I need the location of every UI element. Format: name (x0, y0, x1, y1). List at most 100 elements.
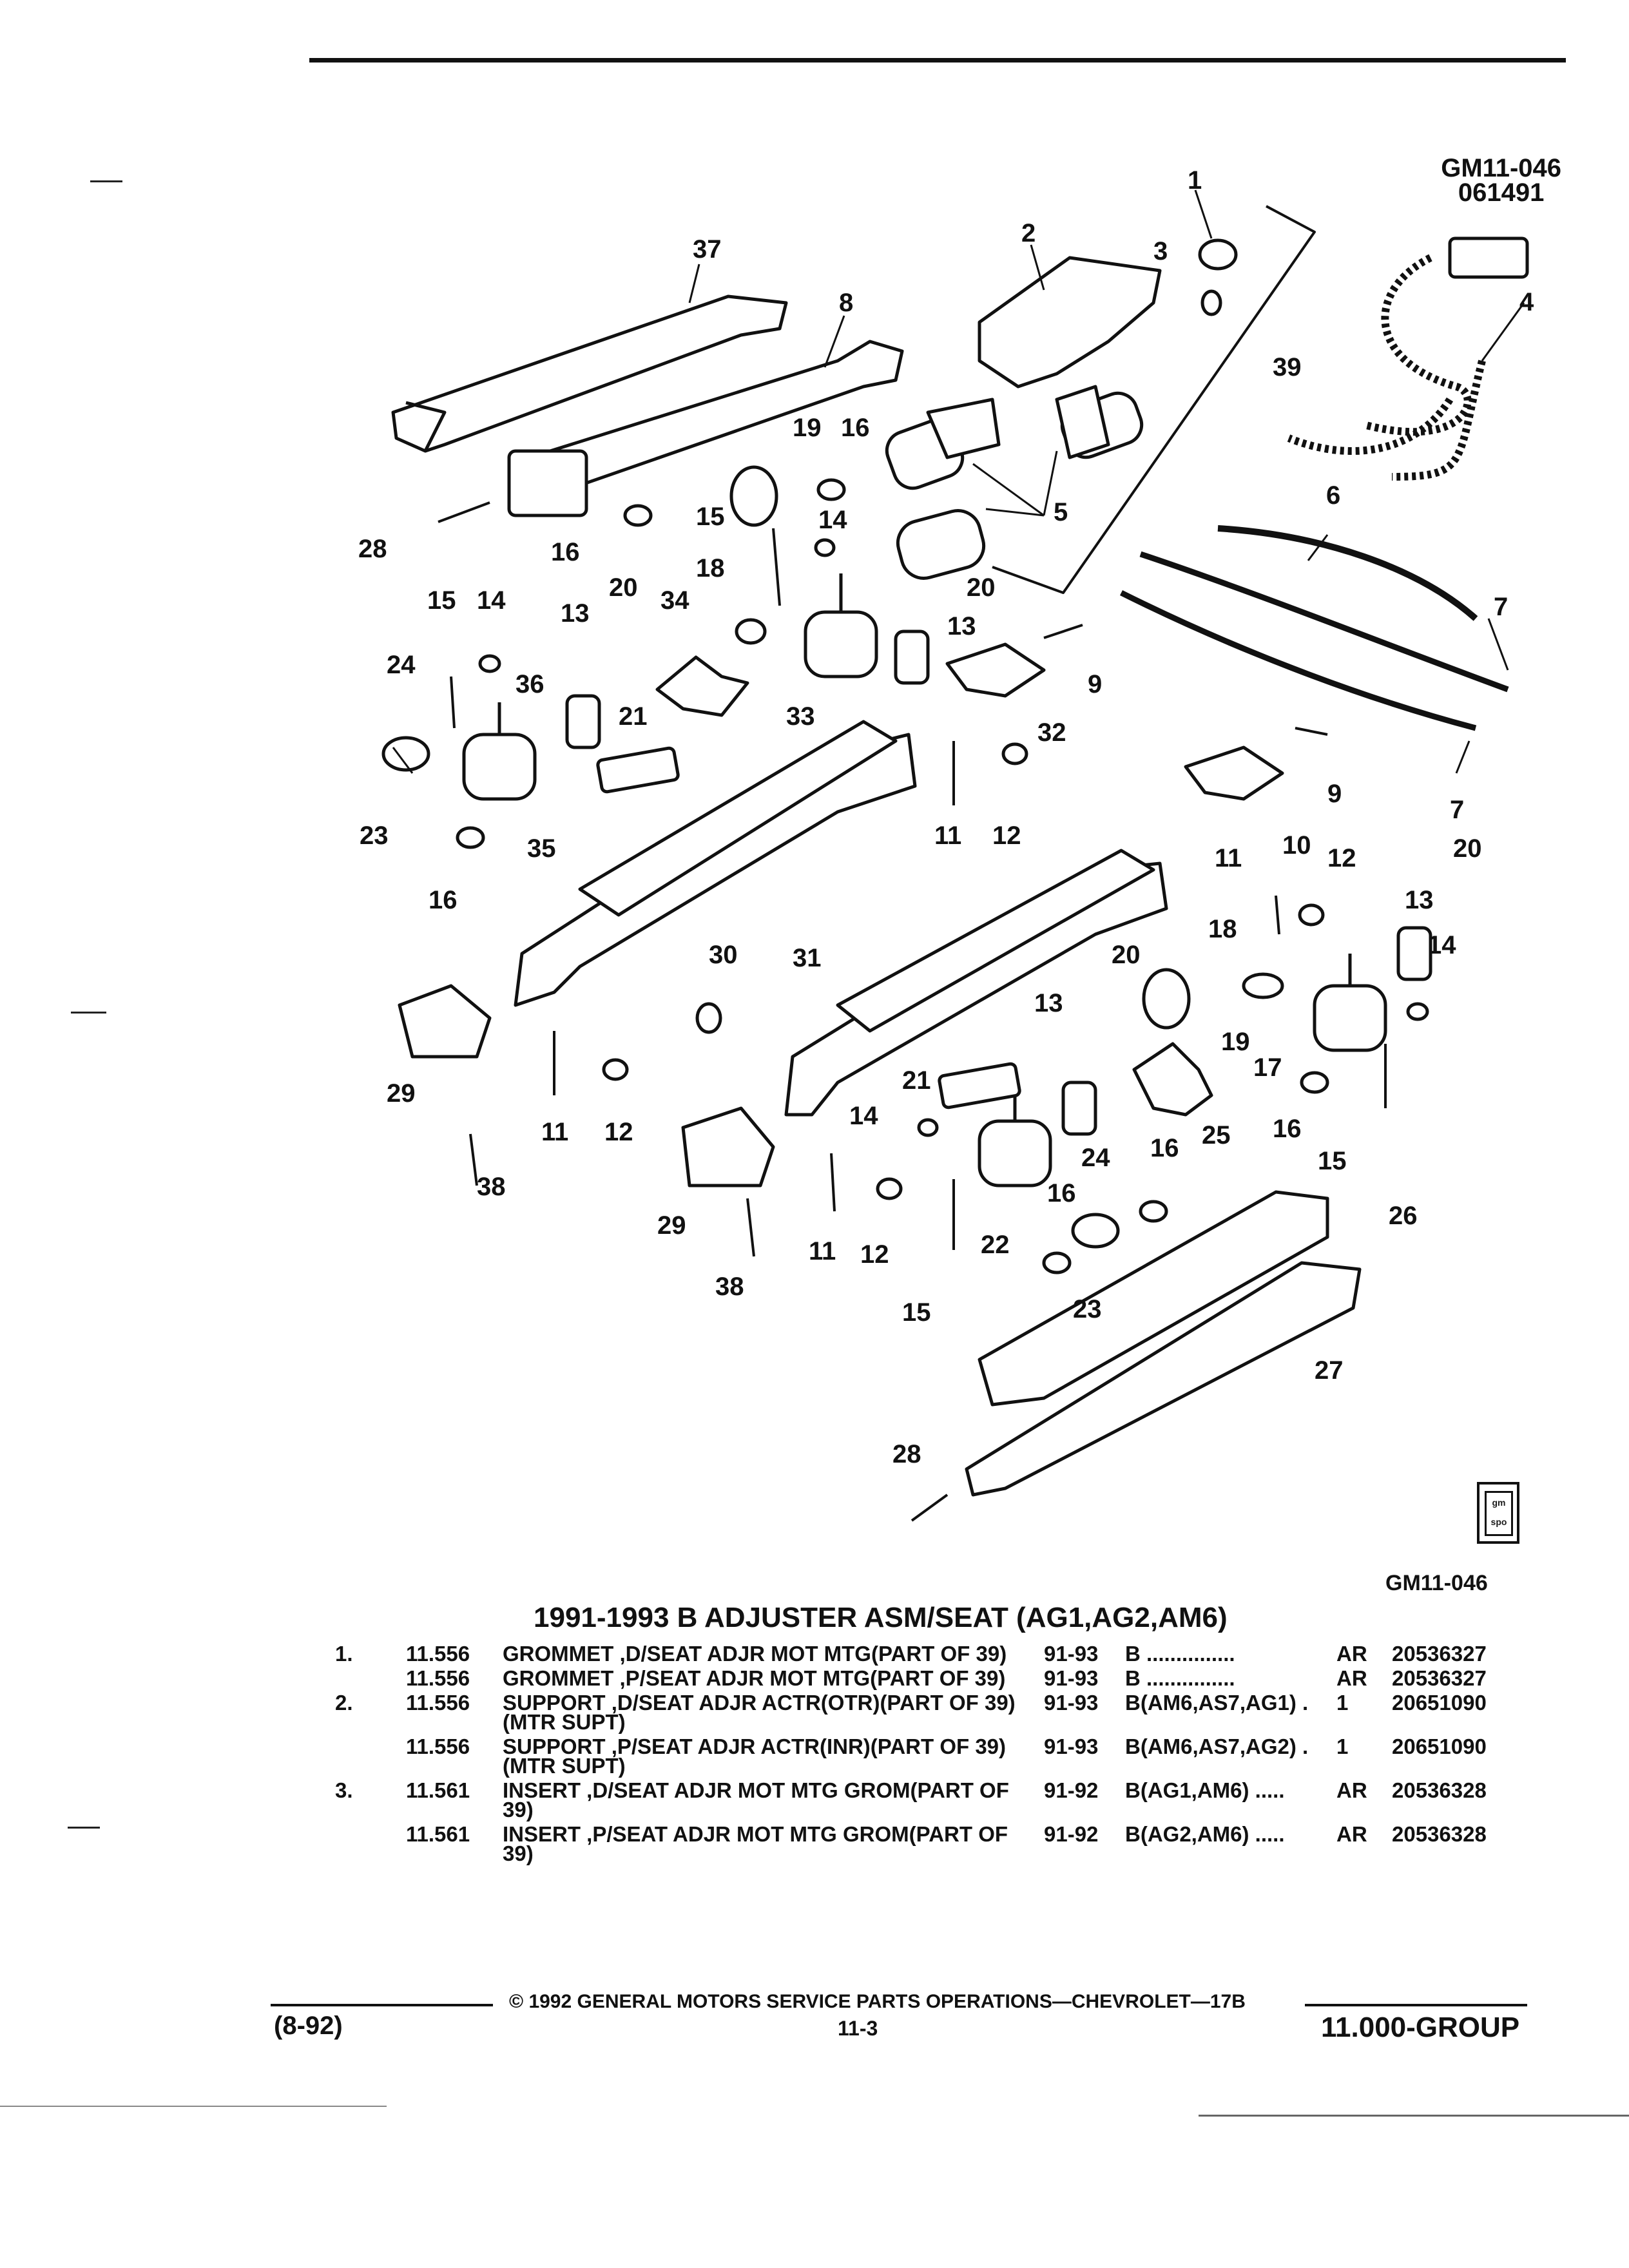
scan-mark (90, 180, 122, 182)
part-7-cable-a (1139, 551, 1509, 693)
callout-5: 5 (1054, 498, 1068, 526)
callout-16e: 16 (1150, 1134, 1179, 1162)
callout-12b: 12 (1327, 844, 1356, 872)
gm-spo-logo: gm spo (1477, 1482, 1519, 1544)
part-26-rail (978, 1190, 1329, 1407)
callout-28: 28 (358, 535, 387, 563)
part-17-actuator (1313, 954, 1387, 1052)
leader-lines (392, 189, 1525, 774)
callout-20c: 20 (1112, 941, 1141, 969)
part-number: 20651090 (1392, 1691, 1487, 1715)
callout-38: 38 (477, 1173, 506, 1201)
callout-23: 23 (360, 822, 389, 850)
footer-right-rule (1305, 2004, 1527, 2006)
group-number: 11.556 (406, 1735, 470, 1758)
callout-11: 11 (934, 822, 961, 850)
item-number (335, 1737, 406, 1781)
part-36-actuator (462, 702, 537, 801)
group-number: 11.556 (406, 1666, 470, 1690)
part-description: GROMMET ,D/SEAT ADJR MOT MTG(PART OF 39) (503, 1642, 1007, 1666)
callout-12c: 12 (604, 1118, 633, 1146)
part-5-motors (885, 385, 1144, 580)
callout-18: 18 (696, 554, 725, 582)
callout-31: 31 (793, 944, 822, 972)
part-4-connector (1448, 236, 1529, 279)
fasteners (438, 501, 1387, 1522)
model-usage: B(AG1,AM6) ..... (1125, 1778, 1285, 1802)
group-number: 11.561 (406, 1822, 470, 1846)
part-34-bracket (655, 655, 749, 717)
catalog-title: 1991-1993 B ADJUSTER ASM/SEAT (AG1,AG2,A… (534, 1602, 1228, 1633)
model-usage: B(AM6,AS7,AG2) . (1125, 1735, 1309, 1758)
part-description: SUPPORT ,D/SEAT ADJR ACTR(OTR)(PART OF 3… (503, 1691, 1016, 1734)
quantity: AR (1336, 1642, 1367, 1666)
callout-15d: 15 (1318, 1147, 1347, 1175)
callout-16d: 16 (1273, 1115, 1302, 1143)
callout-13c: 13 (1034, 989, 1063, 1017)
callout-34: 34 (660, 586, 689, 615)
callout-12: 12 (992, 822, 1021, 850)
callout-labels: 1 2 3 4 5 6 7 7 8 9 9 10 11 11 11 11 12 … (358, 166, 1534, 1468)
figure-id: GM11-046 (1441, 154, 1561, 182)
callout-16b: 16 (551, 538, 580, 566)
callout-20b: 20 (967, 573, 996, 602)
item-number (335, 1669, 406, 1693)
callout-27: 27 (1315, 1356, 1344, 1385)
parts-table: 1. 11.556 GROMMET ,D/SEAT ADJR MOT MTG(PAR… (335, 1642, 1547, 1869)
quantity: 1 (1336, 1735, 1349, 1758)
callout-25: 25 (1202, 1121, 1231, 1149)
item-number: 1. (335, 1642, 353, 1666)
scan-edge-line (0, 2106, 387, 2107)
callout-14d: 14 (1427, 931, 1456, 959)
callout-8: 8 (839, 289, 853, 317)
quantity: AR (1336, 1778, 1367, 1802)
callout-9: 9 (1088, 670, 1102, 698)
callout-24: 24 (387, 651, 416, 679)
part-description: GROMMET ,P/SEAT ADJR MOT MTG(PART OF 39) (503, 1666, 1006, 1690)
model-years: 91-93 (1044, 1691, 1099, 1715)
callout-14b: 14 (818, 506, 847, 534)
exploded-parts-diagram: 1 2 3 4 5 6 7 7 8 9 9 10 11 11 11 11 12 … (358, 166, 1534, 1522)
figure-code: 061491 (1458, 178, 1545, 207)
callout-21: 21 (619, 702, 648, 731)
figure-id-top: GM11-046 061491 (1441, 154, 1561, 207)
part-32-bracket (945, 642, 1046, 698)
table-row: 11.556 SUPPORT ,P/SEAT ADJR ACTR(INR)(PAR… (335, 1735, 1547, 1781)
callout-17: 17 (1253, 1053, 1282, 1082)
callout-24b: 24 (1081, 1144, 1110, 1172)
part-number: 20536328 (1392, 1822, 1487, 1846)
part-13-gear (565, 694, 601, 749)
callout-20: 20 (609, 573, 638, 602)
callout-19: 19 (793, 414, 822, 442)
callout-16: 16 (841, 414, 870, 442)
callout-33: 33 (786, 702, 815, 731)
item-number (335, 1825, 406, 1869)
callout-11d: 11 (809, 1237, 836, 1265)
callout-21b: 21 (902, 1066, 931, 1095)
parts-table-body: 1. 11.556 GROMMET ,D/SEAT ADJR MOT MTG(PAR… (335, 1642, 1547, 1869)
callout-11b: 11 (1215, 844, 1242, 872)
callout-20d: 20 (1453, 834, 1482, 863)
callout-10: 10 (1282, 831, 1311, 860)
gm-spo-logo-mark: gm spo (1485, 1491, 1513, 1536)
part-description: SUPPORT ,P/SEAT ADJR ACTR(INR)(PART OF 3… (503, 1735, 1007, 1778)
model-years: 91-92 (1044, 1778, 1099, 1802)
washers (381, 478, 1429, 1274)
diagram-svg: 1 2 3 4 5 6 7 7 8 9 9 10 11 11 11 11 12 … (358, 166, 1534, 1522)
part-number: 20536327 (1392, 1642, 1487, 1666)
model-years: 91-92 (1044, 1822, 1099, 1846)
scan-mark (71, 1012, 106, 1014)
callout-32: 32 (1037, 718, 1066, 747)
part-25-bracket (1132, 1042, 1213, 1117)
part-number: 20536327 (1392, 1666, 1487, 1690)
callout-23b: 23 (1073, 1295, 1102, 1323)
part-19-spring (729, 465, 778, 527)
part-37-rail (391, 294, 788, 453)
group-number: 11.556 (406, 1642, 470, 1666)
callout-16c: 16 (429, 886, 458, 914)
callout-7b: 7 (1450, 796, 1464, 824)
callout-26: 26 (1389, 1202, 1418, 1230)
callout-1: 1 (1188, 166, 1202, 195)
model-usage: B(AM6,AS7,AG1) . (1125, 1691, 1309, 1715)
